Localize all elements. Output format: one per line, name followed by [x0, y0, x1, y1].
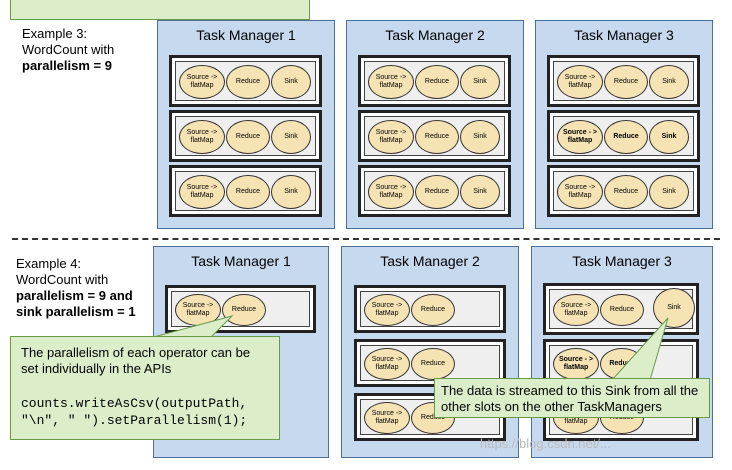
left-callout-text: The parallelism of each operator can be … [21, 345, 251, 376]
ex3-tm3-title: Task Manager 3 [574, 27, 674, 43]
source-flatmap-operator: Source -> flatMap [364, 402, 410, 434]
ex3-tm1-title: Task Manager 1 [196, 27, 296, 43]
reduce-operator: Reduce [415, 175, 459, 209]
ex4-tm3-slot-1: Source -> flatMap Reduce Sink [543, 283, 699, 335]
reduce-operator: Reduce [226, 120, 270, 154]
source-flatmap-operator: Source -> flatMap [364, 294, 410, 326]
ex4-tm3-title: Task Manager 3 [572, 253, 672, 269]
reduce-operator: Reduce [415, 65, 459, 99]
reduce-operator: Reduce [411, 348, 455, 380]
right-callout-text: The data is streamed to this Sink from a… [441, 383, 699, 414]
reduce-operator: Reduce [604, 120, 648, 154]
example3-label: Example 3: WordCount with parallelism = … [22, 26, 152, 74]
example4-line3: parallelism = 9 and [16, 288, 133, 303]
source-flatmap-operator: Source -> flatMap [179, 175, 225, 209]
reduce-operator: Reduce [222, 294, 266, 326]
ex4-tm2-slot-1: Source -> flatMap Reduce [354, 285, 506, 333]
source-flatmap-operator: Source -> flatMap [179, 120, 225, 154]
ex3-tm3-slot-1: Source -> flatMap Reduce Sink [547, 55, 700, 107]
sink-operator: Sink [653, 288, 695, 328]
ex4-tm1-title: Task Manager 1 [191, 253, 291, 269]
sink-operator: Sink [649, 175, 689, 209]
ex3-tm2-slot-3: Source -> flatMap Reduce Sink [358, 165, 511, 217]
top-callout-partial [10, 0, 310, 20]
source-flatmap-operator: Source - > flatMap [557, 120, 603, 154]
ex3-tm3-slot-2: Source - > flatMap Reduce Sink [547, 110, 700, 162]
example3-line2: WordCount with [22, 42, 115, 57]
sink-operator: Sink [271, 65, 311, 99]
sink-operator: Sink [271, 175, 311, 209]
example4-line4: sink parallelism = 1 [16, 304, 136, 319]
left-callout-pointer [149, 315, 234, 339]
reduce-operator: Reduce [226, 175, 270, 209]
reduce-operator: Reduce [600, 294, 644, 326]
ex3-tm3-slot-3: Source -> flatMap Reduce Sink [547, 165, 700, 217]
code-line-1: counts.writeAsCsv(outputPath, [21, 396, 248, 411]
reduce-operator: Reduce [415, 120, 459, 154]
reduce-operator: Reduce [604, 65, 648, 99]
ex3-tm1-slot-2: Source -> flatMap Reduce Sink [169, 110, 322, 162]
reduce-operator: Reduce [411, 294, 455, 326]
example3-line3: parallelism = 9 [22, 58, 112, 73]
sink-operator: Sink [649, 65, 689, 99]
sink-operator: Sink [460, 120, 500, 154]
source-flatmap-operator: Source -> flatMap [553, 294, 599, 326]
section-divider [12, 238, 720, 240]
example4-line1: Example 4: [16, 256, 82, 271]
ex3-task-manager-3: Task Manager 3 Source -> flatMap Reduce … [535, 20, 713, 229]
source-flatmap-operator: Source -> flatMap [368, 65, 414, 99]
source-flatmap-operator: Source -> flatMap [179, 65, 225, 99]
ex3-task-manager-1: Task Manager 1 Source -> flatMap Reduce … [157, 20, 335, 229]
source-flatmap-operator: Source -> flatMap [557, 175, 603, 209]
ex3-tm1-slot-3: Source -> flatMap Reduce Sink [169, 165, 322, 217]
right-callout-pointer [610, 317, 669, 381]
ex3-tm1-slot-1: Source -> flatMap Reduce Sink [169, 55, 322, 107]
ex4-tm1-slot-1: Source -> flatMap Reduce [165, 285, 316, 333]
source-flatmap-operator: Source -> flatMap [364, 348, 410, 380]
watermark: https://blog.csdn.net/... [480, 436, 611, 451]
example4-line2: WordCount with [16, 272, 109, 287]
code-line-2: "\n", " ").setParallelism(1); [21, 413, 248, 428]
sink-operator: Sink [460, 175, 500, 209]
right-callout: The data is streamed to this Sink from a… [434, 378, 710, 418]
reduce-operator: Reduce [604, 175, 648, 209]
source-flatmap-operator: Source -> flatMap [368, 175, 414, 209]
ex3-tm2-slot-1: Source -> flatMap Reduce Sink [358, 55, 511, 107]
ex3-task-manager-2: Task Manager 2 Source -> flatMap Reduce … [346, 20, 524, 229]
example4-label: Example 4: WordCount with parallelism = … [16, 256, 156, 320]
sink-operator: Sink [649, 120, 689, 154]
source-flatmap-operator: Source - > flatMap [553, 348, 599, 380]
source-flatmap-operator: Source -> flatMap [557, 65, 603, 99]
reduce-operator: Reduce [226, 65, 270, 99]
ex3-tm2-title: Task Manager 2 [385, 27, 485, 43]
source-flatmap-operator: Source -> flatMap [368, 120, 414, 154]
left-callout: The parallelism of each operator can be … [10, 336, 280, 440]
ex3-tm2-slot-2: Source -> flatMap Reduce Sink [358, 110, 511, 162]
sink-operator: Sink [271, 120, 311, 154]
sink-operator: Sink [460, 65, 500, 99]
example3-line1: Example 3: [22, 26, 88, 41]
ex4-tm2-title: Task Manager 2 [380, 253, 480, 269]
